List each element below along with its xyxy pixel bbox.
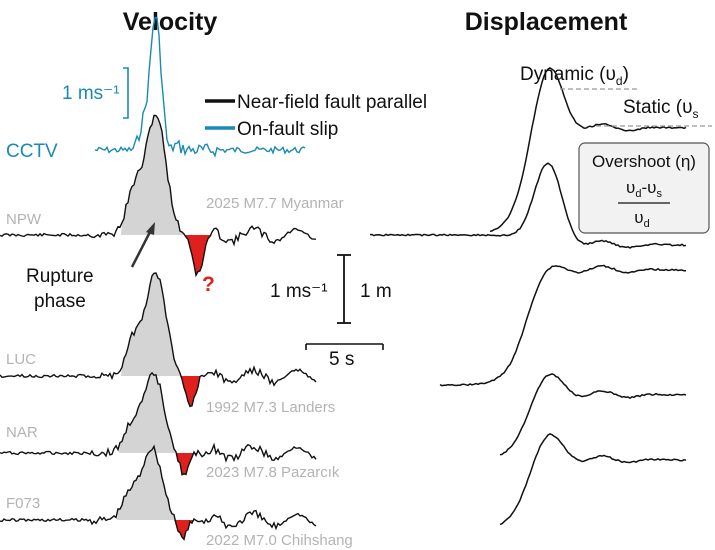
rupture-phase-label-line1: Rupture [26, 266, 94, 287]
displacement-trace-nar [499, 373, 687, 456]
displacement-trace-cctv [489, 67, 687, 233]
station-label-npw: NPW [6, 211, 42, 228]
event-label-landers: 1992 M7.3 Landers [206, 399, 335, 416]
station-label-luc: LUC [6, 351, 36, 368]
overshoot-title: Overshoot (η) [592, 152, 696, 171]
velocity-trace-f073 [0, 444, 317, 541]
velocity-trace-nar [0, 371, 317, 476]
rupture-pulse-fill-npw [121, 115, 184, 235]
legend: Near-field fault parallel On-fault slip [205, 92, 427, 140]
displacement-trace-npw [369, 162, 687, 249]
negative-lobe-fill-luc [176, 376, 204, 407]
displacement-trace-f073 [499, 433, 687, 526]
velocity-trace-npw [0, 114, 317, 278]
time-scale-bar [305, 343, 384, 350]
displacement-scale-label: 1 m [360, 281, 392, 302]
cctv-label: CCTV [6, 141, 58, 162]
question-mark: ? [202, 273, 215, 296]
event-label-myanmar: 2025 M7.7 Myanmar [206, 195, 344, 212]
station-label-f073: F073 [6, 495, 40, 512]
rupture-pulse-fill-luc [121, 273, 184, 376]
amplitude-scale-bar [337, 254, 351, 324]
negative-lobe-fill-npw [184, 235, 212, 276]
time-scale-label: 5 s [329, 349, 354, 370]
legend-label-on-fault: On-fault slip [237, 119, 338, 140]
velocity-title: Velocity [123, 8, 218, 36]
rupture-phase-arrow [130, 222, 155, 268]
displacement-title: Displacement [465, 8, 628, 36]
static-label: Static (υs [623, 97, 699, 121]
cctv-scale-bar: 1 ms⁻¹ [62, 67, 129, 119]
velocity-scale-label: 1 ms⁻¹ [270, 281, 328, 302]
event-label-chihshang: 2022 M7.0 Chihshang [206, 532, 353, 549]
legend-label-near-field: Near-field fault parallel [237, 92, 427, 113]
negative-lobe-fill-nar [170, 453, 198, 475]
overshoot-denominator: υd [634, 208, 649, 230]
displacement-traces [369, 67, 687, 526]
event-label-pazarcik: 2023 M7.8 Pazarcık [206, 464, 340, 481]
velocity-traces [0, 16, 317, 541]
rupture-pulse-fill-f073 [117, 446, 180, 520]
displacement-trace-luc [439, 264, 687, 387]
overshoot-box: Overshoot (η) υd-υs υd [578, 142, 710, 234]
station-label-nar: NAR [6, 424, 38, 441]
rupture-pulse-fill-nar [119, 372, 182, 453]
velocity-trace-luc [0, 272, 317, 408]
dynamic-label: Dynamic (υd) [520, 64, 629, 88]
cctv-scale-label: 1 ms⁻¹ [62, 83, 120, 104]
rupture-phase-label-line2: phase [34, 291, 86, 312]
velocity-trace-cctv [94, 16, 306, 158]
overshoot-numerator: υd-υs [626, 178, 662, 200]
